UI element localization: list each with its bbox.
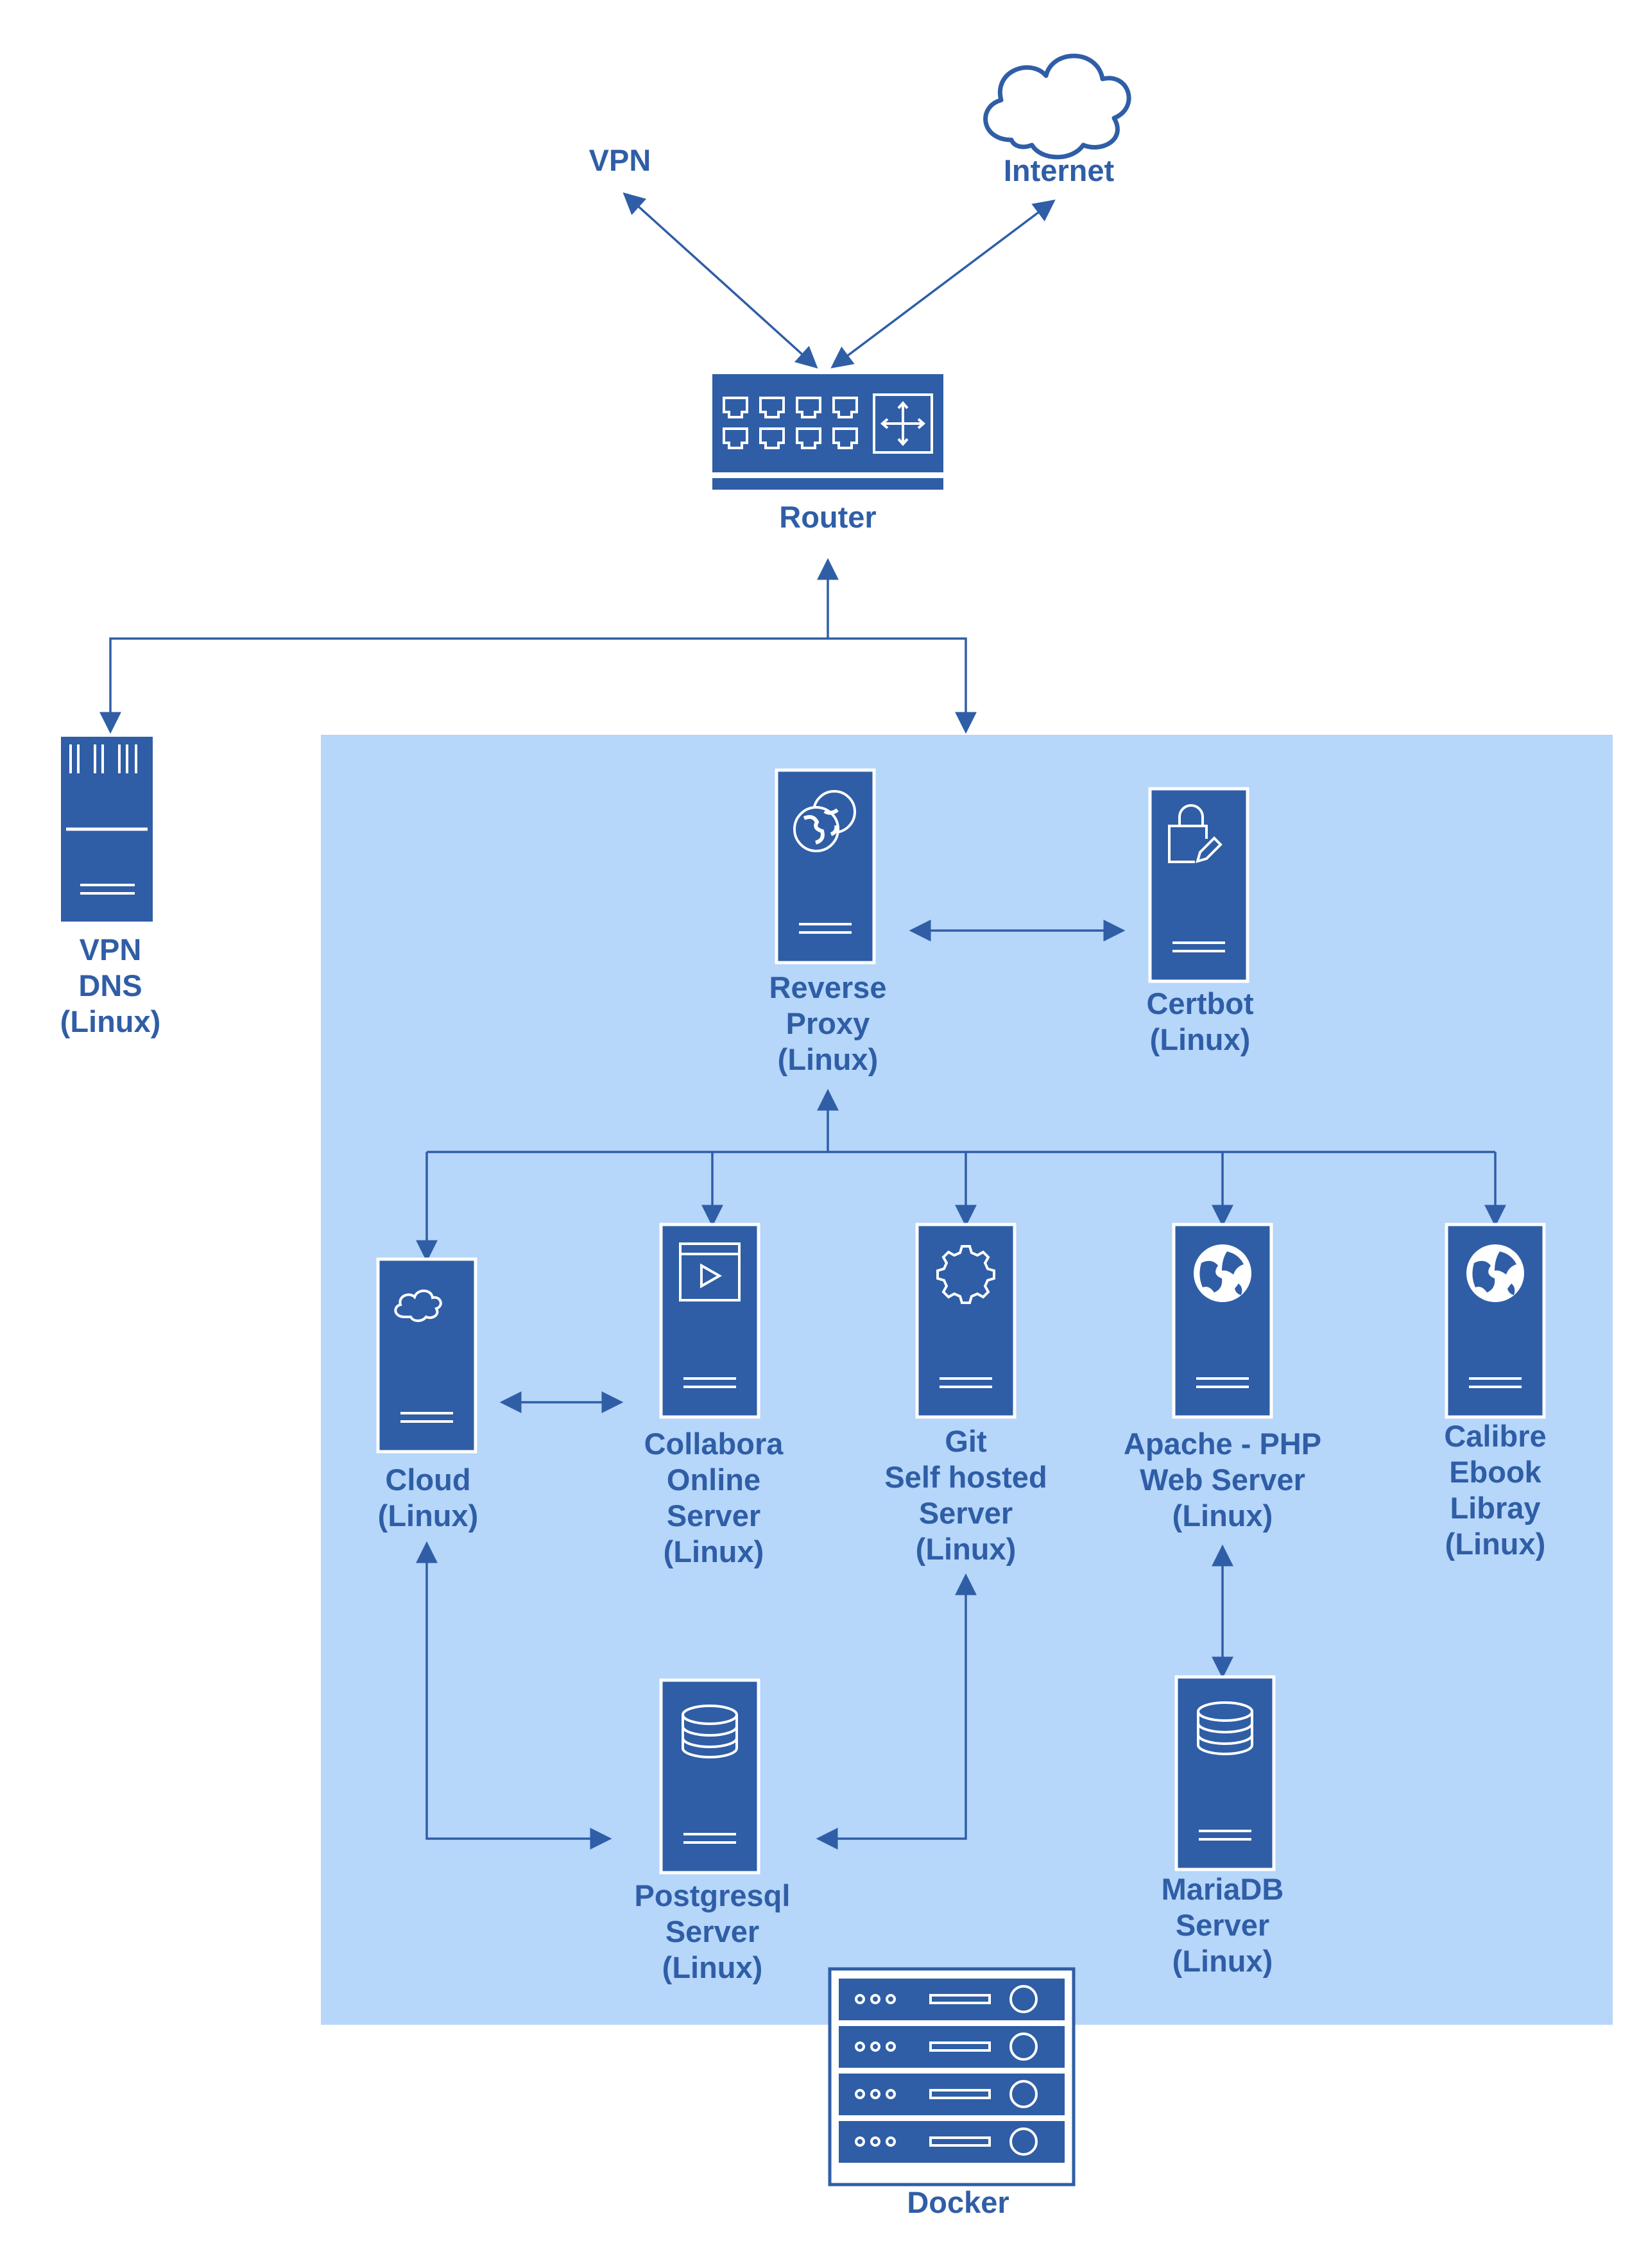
label-vpn: VPN (589, 142, 651, 178)
label-mariadb: MariaDB Server (Linux) (1162, 1871, 1284, 1979)
docker-rack-icon (828, 1967, 1076, 2186)
database-icon (1197, 1701, 1253, 1755)
label-line: Collabora (644, 1427, 784, 1461)
label-line: Ebook (1449, 1455, 1541, 1489)
label-internet: Internet (1004, 153, 1114, 189)
lock-edit-icon (1168, 804, 1223, 863)
label-line: Docker (907, 2185, 1009, 2219)
certbot-server-icon (1148, 787, 1249, 983)
label-line: Calibre (1444, 1419, 1547, 1453)
label-calibre: Calibre Ebook Libray (Linux) (1444, 1418, 1546, 1562)
label-vpn-dns: VPN DNS (Linux) (60, 932, 161, 1040)
label-apache: Apache - PHP Web Server (Linux) (1124, 1426, 1321, 1534)
edge-router-vpn (622, 192, 818, 369)
label-line: (Linux) (1149, 1022, 1251, 1056)
reverse-proxy-server-icon (775, 768, 876, 965)
cloud-icon (394, 1289, 442, 1322)
label-line: Cloud (385, 1463, 471, 1497)
label-line: Online (666, 1463, 761, 1497)
label-line: (Linux) (777, 1042, 879, 1076)
label-postgresql: Postgresql Server (Linux) (635, 1878, 791, 1986)
label-line: (Linux) (60, 1004, 161, 1038)
label-collabora: Collabora Online Server (Linux) (644, 1426, 784, 1570)
database-icon (682, 1705, 738, 1758)
label-line: (Linux) (915, 1532, 1017, 1566)
edge-cloud-postgres (416, 1541, 612, 1850)
edge-trunk-docker (828, 637, 977, 734)
edge-trunk-vpndns (99, 637, 828, 734)
label-line: Proxy (785, 1006, 870, 1040)
label-line: (Linux) (1172, 1944, 1273, 1978)
label-certbot: Certbot (Linux) (1146, 986, 1253, 1058)
postgresql-server-icon (659, 1678, 760, 1875)
globe-icon (1194, 1244, 1251, 1302)
label-line: VPN (588, 143, 651, 177)
connectors (99, 192, 1506, 1850)
label-line: Self hosted (884, 1460, 1047, 1494)
label-line: Server (1175, 1908, 1270, 1942)
internet-cloud-icon (983, 53, 1131, 160)
label-cloud: Cloud (Linux) (378, 1462, 479, 1534)
label-line: Git (945, 1424, 987, 1458)
network-globes-icon (793, 790, 856, 852)
label-line: Internet (1003, 153, 1115, 187)
media-window-icon (679, 1242, 741, 1302)
label-reverse-proxy: Reverse Proxy (Linux) (769, 970, 887, 1078)
gear-icon (936, 1245, 995, 1304)
git-server-icon (915, 1223, 1017, 1419)
label-line: (Linux) (662, 1950, 763, 1984)
cloud-server-icon (376, 1257, 477, 1454)
edge-git-postgres (816, 1573, 977, 1850)
calibre-server-icon (1445, 1223, 1546, 1419)
label-line: Server (918, 1496, 1013, 1530)
collabora-server-icon (659, 1223, 760, 1419)
label-line: Router (779, 500, 877, 534)
apache-server-icon (1172, 1223, 1273, 1419)
mariadb-server-icon (1174, 1675, 1276, 1871)
label-git: Git Self hosted Server (Linux) (884, 1423, 1047, 1567)
label-line: Server (665, 1914, 760, 1948)
label-line: Apache - PHP (1123, 1427, 1322, 1461)
label-line: MariaDB (1161, 1872, 1284, 1906)
label-line: Web Server (1140, 1463, 1305, 1497)
globe-icon (1466, 1244, 1524, 1302)
label-docker: Docker (907, 2185, 1009, 2221)
label-router: Router (779, 499, 876, 535)
vpn-dns-server-icon (61, 737, 153, 922)
router-icon (712, 374, 943, 490)
label-line: Libray (1450, 1491, 1541, 1525)
label-line: Server (666, 1499, 761, 1533)
label-line: VPN (79, 932, 142, 966)
label-line: (Linux) (1172, 1499, 1273, 1533)
label-line: (Linux) (663, 1534, 764, 1568)
label-line: Certbot (1146, 986, 1254, 1020)
label-line: Postgresql (634, 1878, 791, 1912)
edge-router-internet (830, 199, 1056, 369)
label-line: Reverse (769, 970, 887, 1004)
label-line: (Linux) (377, 1499, 479, 1533)
label-line: (Linux) (1445, 1527, 1546, 1561)
label-line: DNS (78, 968, 142, 1002)
